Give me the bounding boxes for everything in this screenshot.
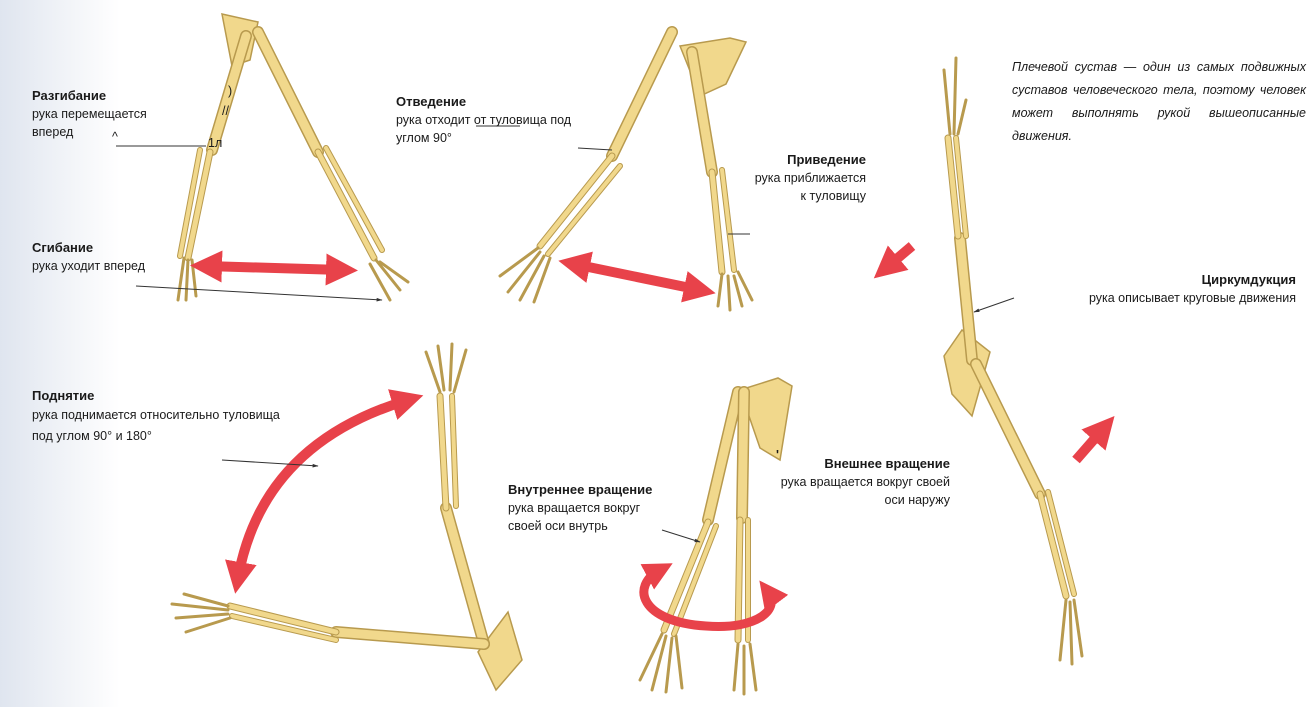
red-arrow-flexion-extension [206, 266, 342, 270]
red-arrow-abduction-adduction [574, 264, 700, 290]
arm-skeleton-flexion [258, 32, 408, 300]
arm-skeleton-circumduction [944, 58, 1082, 664]
red-arrow-circumduction-bottom [1076, 428, 1104, 460]
label-elevation-title: Поднятие [32, 386, 282, 405]
label-adduction-text: рука приближается к туловищу [748, 169, 866, 205]
label-flexion-text: рука уходит вперед [32, 257, 202, 275]
label-adduction-title: Приведение [748, 150, 866, 169]
label-internal-rotation: Внутреннее вращение рука вращается вокру… [508, 480, 698, 535]
label-abduction: Отведение рука отходит от туловища под у… [396, 92, 596, 147]
red-arrow-rotation [644, 570, 771, 626]
label-internal-rotation-title: Внутреннее вращение [508, 480, 698, 499]
label-extension-title: Разгибание [32, 86, 202, 105]
stray-mark-1l: 1л [208, 136, 222, 150]
stray-mark-caret: ^ [112, 130, 118, 144]
stray-mark-slashes: // [222, 104, 229, 118]
label-circumduction-text: рука описывает круговые движения [1010, 289, 1296, 307]
label-external-rotation: Внешнее вращение рука вращается вокруг с… [770, 454, 950, 509]
label-flexion: Сгибание рука уходит вперед [32, 238, 202, 275]
stray-mark-paren: ) [228, 84, 232, 98]
label-extension-text: рука перемещается вперед [32, 105, 182, 141]
label-circumduction: Циркумдукция рука описывает круговые дви… [1010, 270, 1296, 307]
red-arrow-circumduction-top [886, 246, 912, 268]
label-abduction-text: рука отходит от туловища под углом 90° [396, 111, 592, 147]
label-external-rotation-title: Внешнее вращение [770, 454, 950, 473]
arm-skeleton-adduction [692, 52, 752, 310]
label-adduction: Приведение рука приближается к туловищу [748, 150, 866, 205]
label-elevation-text: рука поднимается относительно туловища п… [32, 405, 282, 447]
label-abduction-title: Отведение [396, 92, 596, 111]
label-external-rotation-text: рука вращается вокруг своей оси наружу [770, 473, 950, 509]
label-circumduction-title: Циркумдукция [1010, 270, 1296, 289]
shoulder-joint-note: Плечевой сустав — один из самых подвижны… [1012, 56, 1306, 148]
label-flexion-title: Сгибание [32, 238, 202, 257]
stray-mark-apostrophe: ' [776, 448, 779, 462]
label-elevation: Поднятие рука поднимается относительно т… [32, 386, 282, 447]
arm-skeleton-rotation [640, 378, 792, 694]
label-internal-rotation-text: рука вращается вокруг своей оси внутрь [508, 499, 658, 535]
